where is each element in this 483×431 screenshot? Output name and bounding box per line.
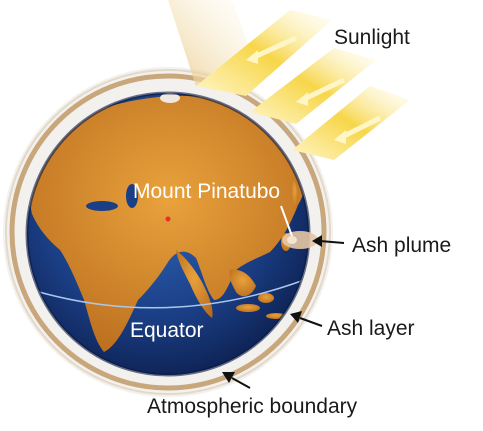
land-borneo [258,293,274,303]
sun-ray-arrow-1 [250,35,298,61]
land-sumatra [236,304,260,312]
boundary-arrowhead [222,372,235,383]
location-dot [165,216,171,222]
ash-plume [282,231,318,249]
pinatubo-pointer-line [280,205,293,237]
ash-layer-label: Ash layer [327,317,415,340]
boundary-arrow-line [231,377,251,389]
black-sea [86,201,118,211]
sun-ray-arrowhead-1 [246,50,258,64]
land-japan [291,178,299,210]
sun-ray-arrow-2 [300,77,346,103]
ash-plume-arrowhead [312,235,322,247]
equator-label: Equator [130,319,204,342]
sun-beam-4 [292,86,410,160]
land-southeast-asia [229,269,256,297]
ash-layer-ring [9,73,327,391]
sunlight-beams [168,0,410,160]
land-eurasia-africa [28,95,309,352]
land-india [176,250,213,318]
caspian-sea [126,184,138,208]
mount-pinatubo-label: Mount Pinatubo [133,180,281,203]
equator-line [31,279,305,309]
ash-plume-core [287,236,297,244]
sun-ray-arrow-3 [338,115,382,141]
sun-beam-1 [168,0,248,86]
ash-plume-arrow-line [319,240,345,244]
label-arrows [222,235,345,389]
sun-ray-arrowhead-2 [296,92,308,106]
sunlight-label: Sunlight [334,26,410,49]
ash-plume-label: Ash plume [352,234,452,257]
ash-layer-arrowhead [290,311,302,323]
polar-ice [160,93,180,103]
ash-layer-arrow-line [299,317,323,327]
sun-ray-arrowhead-3 [334,130,346,144]
atmospheric-boundary-ring [5,69,331,395]
sun-beam-3 [250,48,376,124]
atmospheric-boundary-label: Atmospheric boundary [147,395,358,418]
